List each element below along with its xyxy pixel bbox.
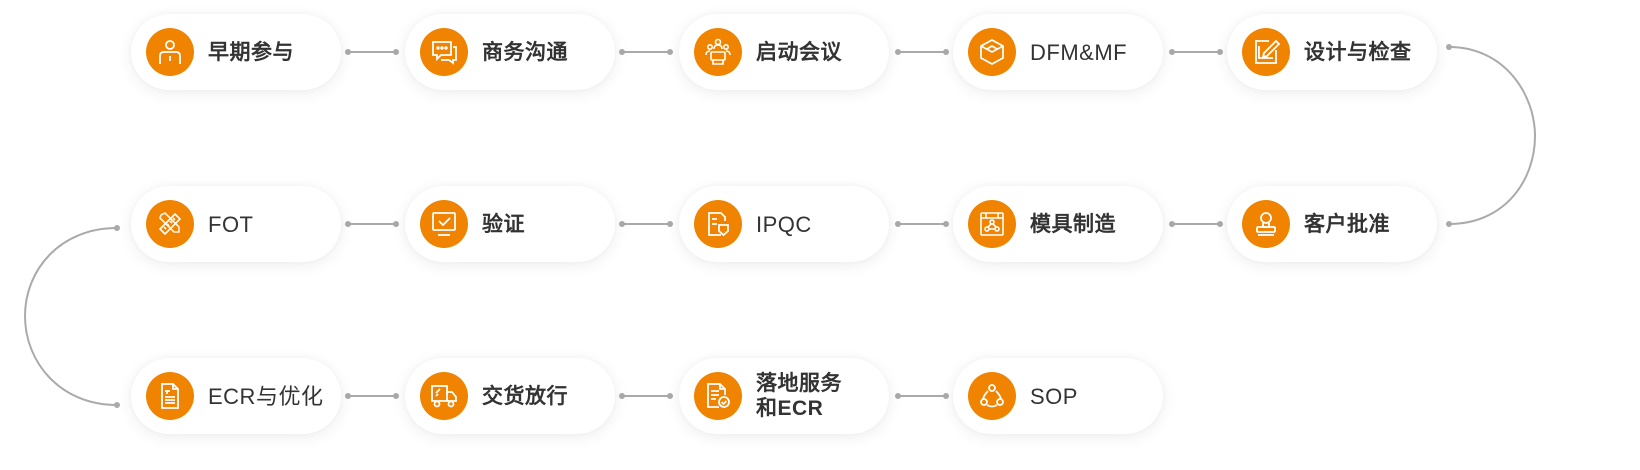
connector [895,393,949,399]
connector [345,49,399,55]
connector [619,49,673,55]
edit-pencil-icon [1242,28,1290,76]
step-onsite-service-ecr: 落地服务 和ECR [679,358,889,434]
connector [619,393,673,399]
step-sop: SOP [953,358,1163,434]
arc-connector-left [23,225,120,408]
document-lines-icon [146,372,194,420]
step-customer-approval: 客户批准 [1227,186,1437,262]
step-label: 早期参与 [208,40,294,64]
step-business-communication: 商务沟通 [405,14,615,90]
step-label: FOT [208,211,254,237]
step-kickoff-meeting: 启动会议 [679,14,889,90]
stamp-icon [1242,200,1290,248]
step-label: 设计与检查 [1304,40,1412,64]
meeting-icon [694,28,742,76]
arc-connector-right [1446,44,1537,227]
step-label: 客户批准 [1304,212,1390,236]
step-early-engagement: 早期参与 [131,14,341,90]
document-check-icon [694,372,742,420]
step-label: 模具制造 [1030,212,1116,236]
step-ipqc: IPQC [679,186,889,262]
step-label: 启动会议 [756,40,842,64]
connector [1169,221,1223,227]
box-icon [968,28,1016,76]
chat-bubbles-icon [420,28,468,76]
step-label: 落地服务 和ECR [756,372,842,420]
connector [345,393,399,399]
step-dfm-mf: DFM&MF [953,14,1163,90]
connector [895,49,949,55]
step-mold-making: 模具制造 [953,186,1163,262]
ruler-pencil-icon [146,200,194,248]
step-label: DFM&MF [1030,39,1128,65]
step-validation: 验证 [405,186,615,262]
connector [1169,49,1223,55]
step-label: ECR与优化 [208,383,324,409]
step-design-check: 设计与检查 [1227,14,1437,90]
step-label: IPQC [756,211,812,237]
step-delivery-release: 交货放行 [405,358,615,434]
step-label: 商务沟通 [482,40,568,64]
connector [895,221,949,227]
share-nodes-icon [968,372,1016,420]
connector [345,221,399,227]
document-shield-icon [694,200,742,248]
step-fot: FOT [131,186,341,262]
monitor-check-icon [420,200,468,248]
step-label: 交货放行 [482,384,568,408]
connector [619,221,673,227]
truck-icon [420,372,468,420]
person-icon [146,28,194,76]
mold-icon [968,200,1016,248]
step-ecr-optimization: ECR与优化 [131,358,341,434]
step-label: SOP [1030,383,1078,409]
step-label: 验证 [482,212,525,236]
